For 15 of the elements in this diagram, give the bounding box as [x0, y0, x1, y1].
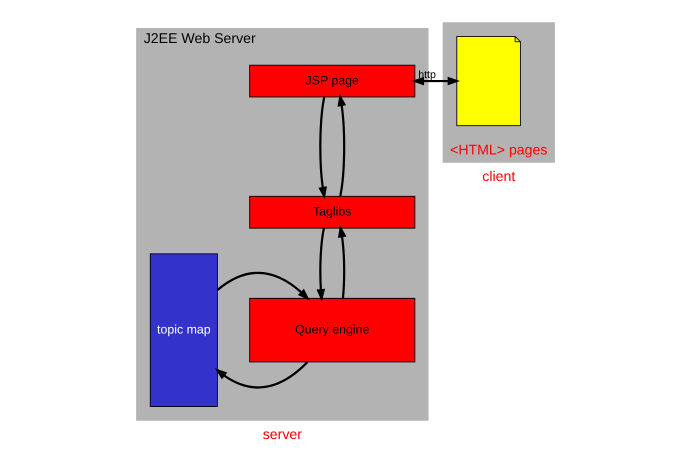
cluster: <HTML> pages — [442, 22, 554, 163]
node-box: topic map — [149, 253, 218, 408]
edge-label: http — [418, 69, 436, 82]
arrow — [216, 272, 310, 300]
arrow — [337, 94, 346, 196]
node-label: server — [262, 426, 302, 442]
arrow — [316, 228, 325, 302]
node-box: JSP page — [248, 64, 415, 98]
arrow — [411, 76, 460, 86]
arrow — [214, 361, 308, 389]
node-label: client — [482, 168, 515, 184]
arrow — [318, 96, 326, 200]
arrow — [337, 225, 346, 298]
node-box: Taglibs — [248, 196, 415, 229]
node-box: Query engine — [248, 298, 415, 362]
